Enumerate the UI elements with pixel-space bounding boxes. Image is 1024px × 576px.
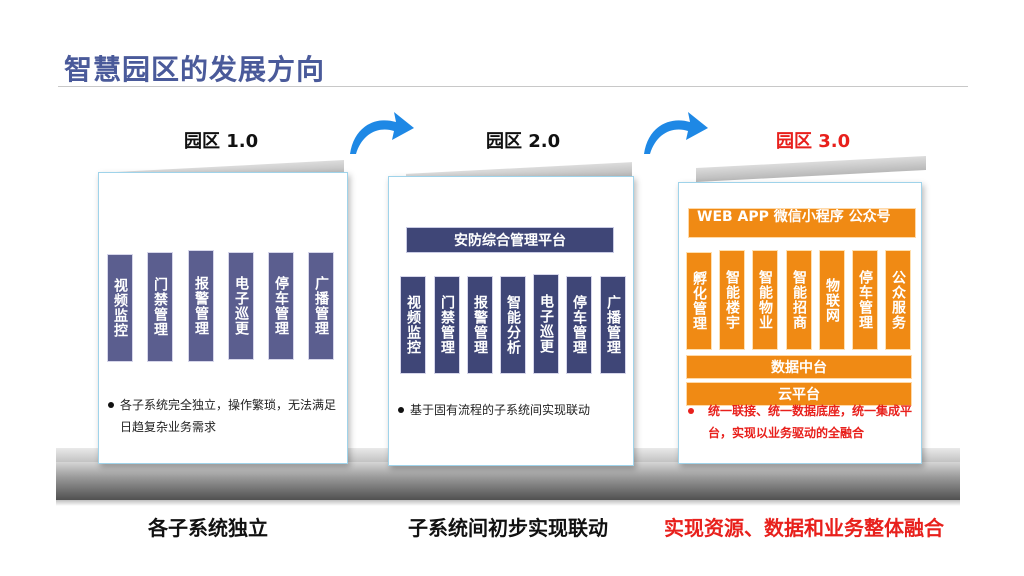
system-box: 停车管理 (566, 276, 592, 374)
system-box: 广播管理 (308, 252, 334, 360)
system-box: 视频监控 (107, 254, 133, 362)
stage-3-caption: 实现资源、数据和业务整体融合 (664, 516, 944, 540)
stage-1-description: 各子系统完全独立，操作繁琐，无法满足日趋复杂业务需求 (120, 398, 337, 434)
access-channels-bar: WEB APP 微信小程序 公众号 (688, 208, 916, 238)
panel-3-back (696, 155, 926, 183)
data-platform-bar: 数据中台 (686, 355, 912, 379)
floor-shadow (56, 500, 960, 506)
system-box: 智能楼宇 (719, 250, 745, 350)
system-box: 视频监控 (400, 276, 426, 374)
stage-3-description: 统一联接、统一数据底座，统一集成平台，实现以业务驱动的全融合 (708, 404, 913, 440)
stage-2-panel (388, 176, 634, 466)
system-box: 公众服务 (885, 250, 911, 350)
floor-platform (56, 462, 960, 500)
curved-arrow-icon (644, 112, 708, 154)
system-box: 孵化管理 (686, 252, 712, 350)
system-box: 电子巡更 (228, 252, 254, 360)
stage-1-caption: 各子系统独立 (148, 516, 268, 540)
system-box: 智能招商 (786, 250, 812, 350)
bullet-dot (108, 402, 114, 408)
system-box: 报警管理 (467, 276, 493, 374)
system-box: 停车管理 (268, 252, 294, 360)
curved-arrow-icon (350, 112, 414, 154)
stage-2-description: 基于固有流程的子系统间实现联动 (410, 403, 591, 417)
security-platform-bar: 安防综合管理平台 (406, 227, 614, 253)
system-box: 停车管理 (852, 250, 878, 350)
system-box: 广播管理 (600, 276, 626, 374)
system-box: 门禁管理 (147, 252, 173, 362)
title-divider (58, 86, 968, 87)
system-box: 智能分析 (500, 276, 526, 374)
system-box: 门禁管理 (434, 276, 460, 374)
cloud-platform-bar: 云平台 (686, 382, 912, 406)
stage-3-label: 园区 3.0 (776, 131, 851, 152)
stage-2-label: 园区 2.0 (486, 131, 561, 152)
stage-1-label: 园区 1.0 (184, 131, 259, 152)
page-title: 智慧园区的发展方向 (64, 53, 326, 86)
stage-2-caption: 子系统间初步实现联动 (408, 516, 608, 540)
system-box: 智能物业 (752, 250, 778, 350)
bullet-dot (688, 408, 694, 414)
system-box: 电子巡更 (533, 274, 559, 374)
system-box: 报警管理 (188, 250, 214, 362)
system-box: 物联网 (819, 250, 845, 350)
bullet-dot (398, 407, 404, 413)
stage-1-panel (98, 172, 348, 464)
